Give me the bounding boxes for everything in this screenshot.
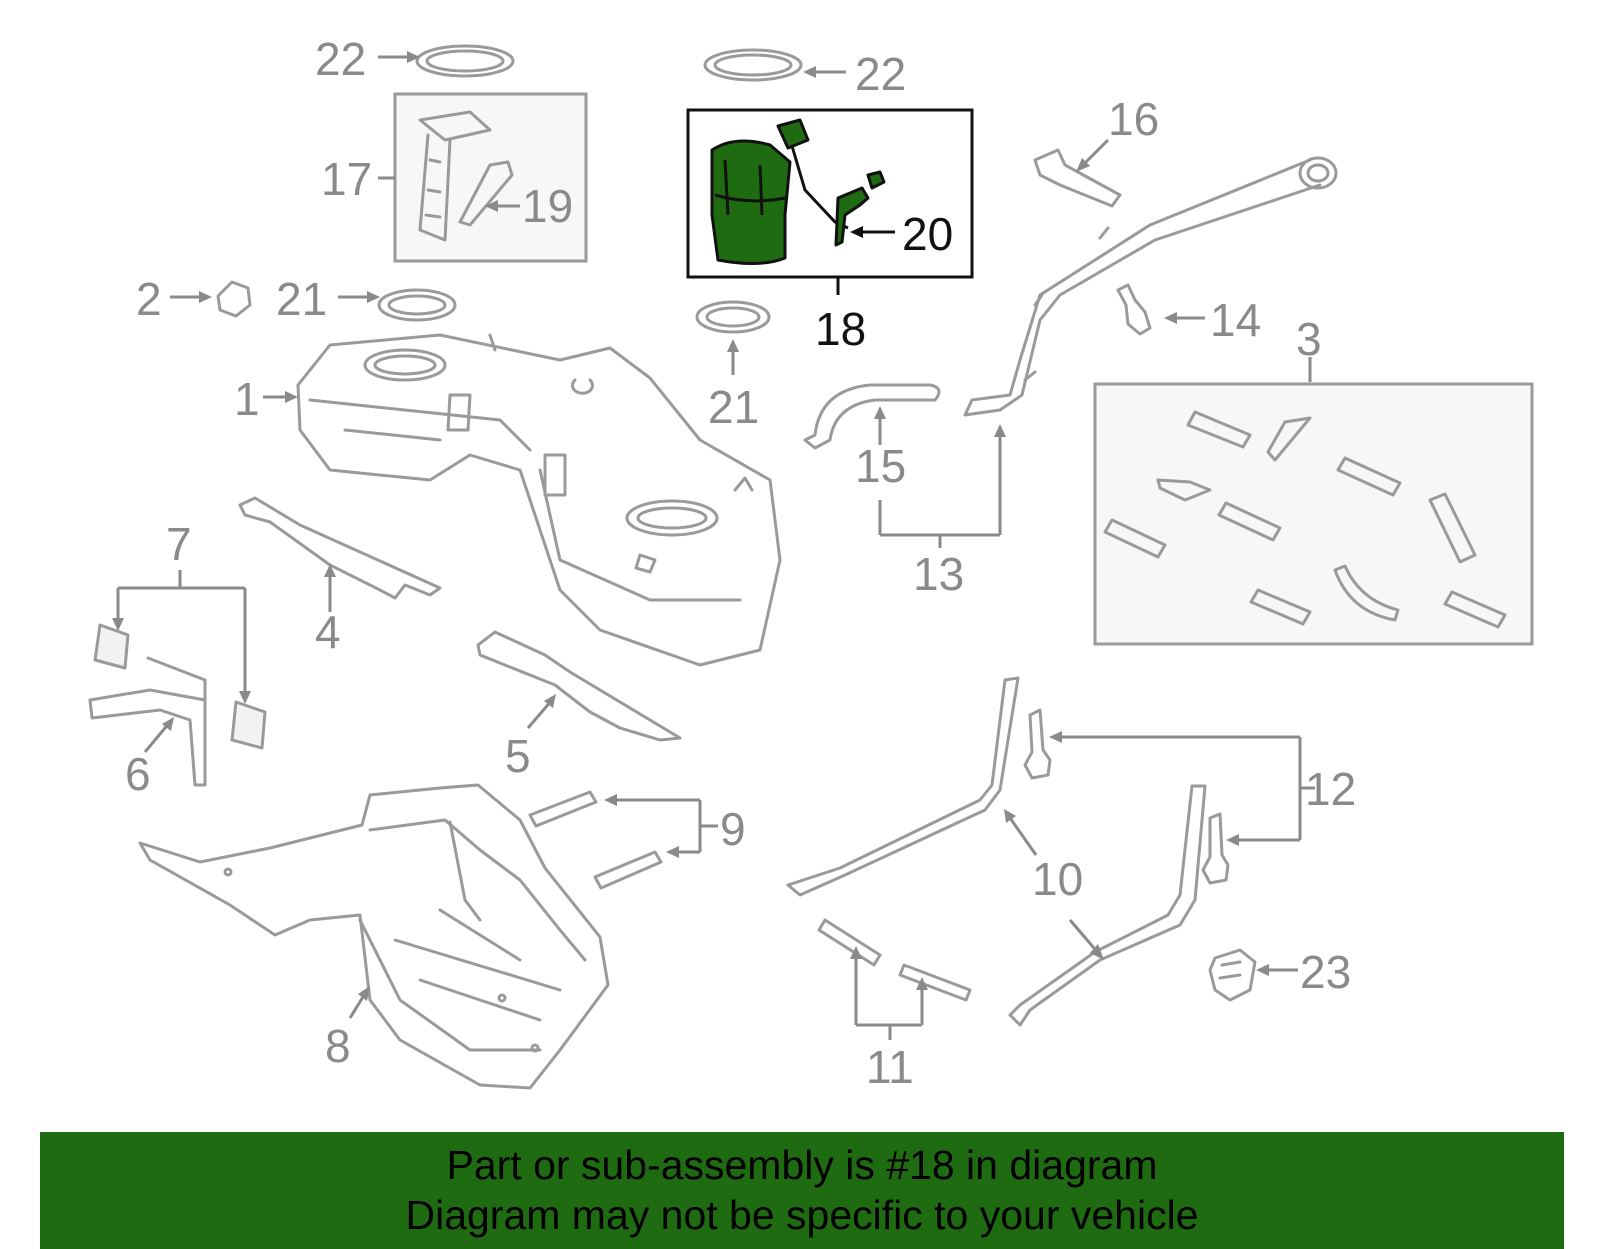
callout-20: 20 xyxy=(902,208,953,260)
part-11-spacers[interactable] xyxy=(817,918,972,1002)
callout-23: 23 xyxy=(1300,946,1351,998)
info-banner: Part or sub-assembly is #18 in diagram D… xyxy=(40,1132,1564,1249)
part-9-pads[interactable] xyxy=(528,790,663,890)
callout-22-left: 22 xyxy=(315,33,366,85)
banner-line-1: Part or sub-assembly is #18 in diagram xyxy=(446,1142,1158,1188)
part-19-float-arm[interactable] xyxy=(458,160,514,227)
callout-22-right: 22 xyxy=(855,48,906,100)
part-8-underbody-shield[interactable] xyxy=(138,783,610,1090)
callout-17: 17 xyxy=(321,153,372,205)
callout-8: 8 xyxy=(325,1020,351,1072)
part-12-bolts[interactable] xyxy=(1023,708,1230,885)
part-13-filler-pipe[interactable] xyxy=(963,156,1338,417)
part-23-clip[interactable] xyxy=(1208,948,1257,1002)
part-2-plug[interactable] xyxy=(216,280,252,318)
part-21-right-seal[interactable] xyxy=(695,300,771,334)
banner-line-2: Diagram may not be specific to your vehi… xyxy=(405,1192,1199,1238)
callout-18: 18 xyxy=(815,303,866,355)
callout-4: 4 xyxy=(315,606,341,658)
callout-21-right: 21 xyxy=(708,381,759,433)
part-15-vent-hose[interactable] xyxy=(803,383,941,450)
callout-21-left: 21 xyxy=(276,273,327,325)
callout-2: 2 xyxy=(136,273,162,325)
part-17-sender-bracket[interactable] xyxy=(418,110,492,242)
part-18-fuel-pump-module[interactable] xyxy=(710,118,886,266)
part-22-left-gasket[interactable] xyxy=(415,44,515,78)
part-14-bolt[interactable] xyxy=(1116,283,1152,336)
callout-19: 19 xyxy=(522,180,573,232)
callout-5: 5 xyxy=(505,730,531,782)
callout-11: 11 xyxy=(866,1041,914,1093)
callout-6: 6 xyxy=(125,748,151,800)
part-6-strap-bracket[interactable] xyxy=(88,656,207,787)
callout-12: 12 xyxy=(1305,763,1356,815)
part-22-right-gasket[interactable] xyxy=(703,48,803,82)
part-7-pads[interactable] xyxy=(93,623,267,750)
leader-6 xyxy=(143,721,172,753)
callout-10: 10 xyxy=(1032,853,1083,905)
part-21-left-seal[interactable] xyxy=(377,288,457,322)
part-16-bracket[interactable] xyxy=(1033,148,1122,208)
part-5-heat-shield[interactable] xyxy=(476,630,682,742)
part-4-heat-shield[interactable] xyxy=(238,496,442,600)
part-3-pads-box xyxy=(1093,382,1534,646)
callout-13: 13 xyxy=(913,548,964,600)
callout-9: 9 xyxy=(720,803,746,855)
callout-14: 14 xyxy=(1210,294,1261,346)
leader-10-top xyxy=(1006,814,1038,856)
callout-15: 15 xyxy=(855,440,906,492)
callout-3: 3 xyxy=(1296,313,1322,365)
part-1-fuel-tank[interactable] xyxy=(296,333,782,667)
callout-7: 7 xyxy=(166,518,192,570)
callout-1: 1 xyxy=(234,373,260,425)
leader-5 xyxy=(526,699,554,729)
part-3-insulator-pads[interactable] xyxy=(1103,410,1507,629)
callout-16: 16 xyxy=(1108,93,1159,145)
parts-diagram: 22 22 17 19 20 18 2 xyxy=(88,33,1534,1093)
part-10-tank-straps[interactable] xyxy=(786,676,1207,1027)
